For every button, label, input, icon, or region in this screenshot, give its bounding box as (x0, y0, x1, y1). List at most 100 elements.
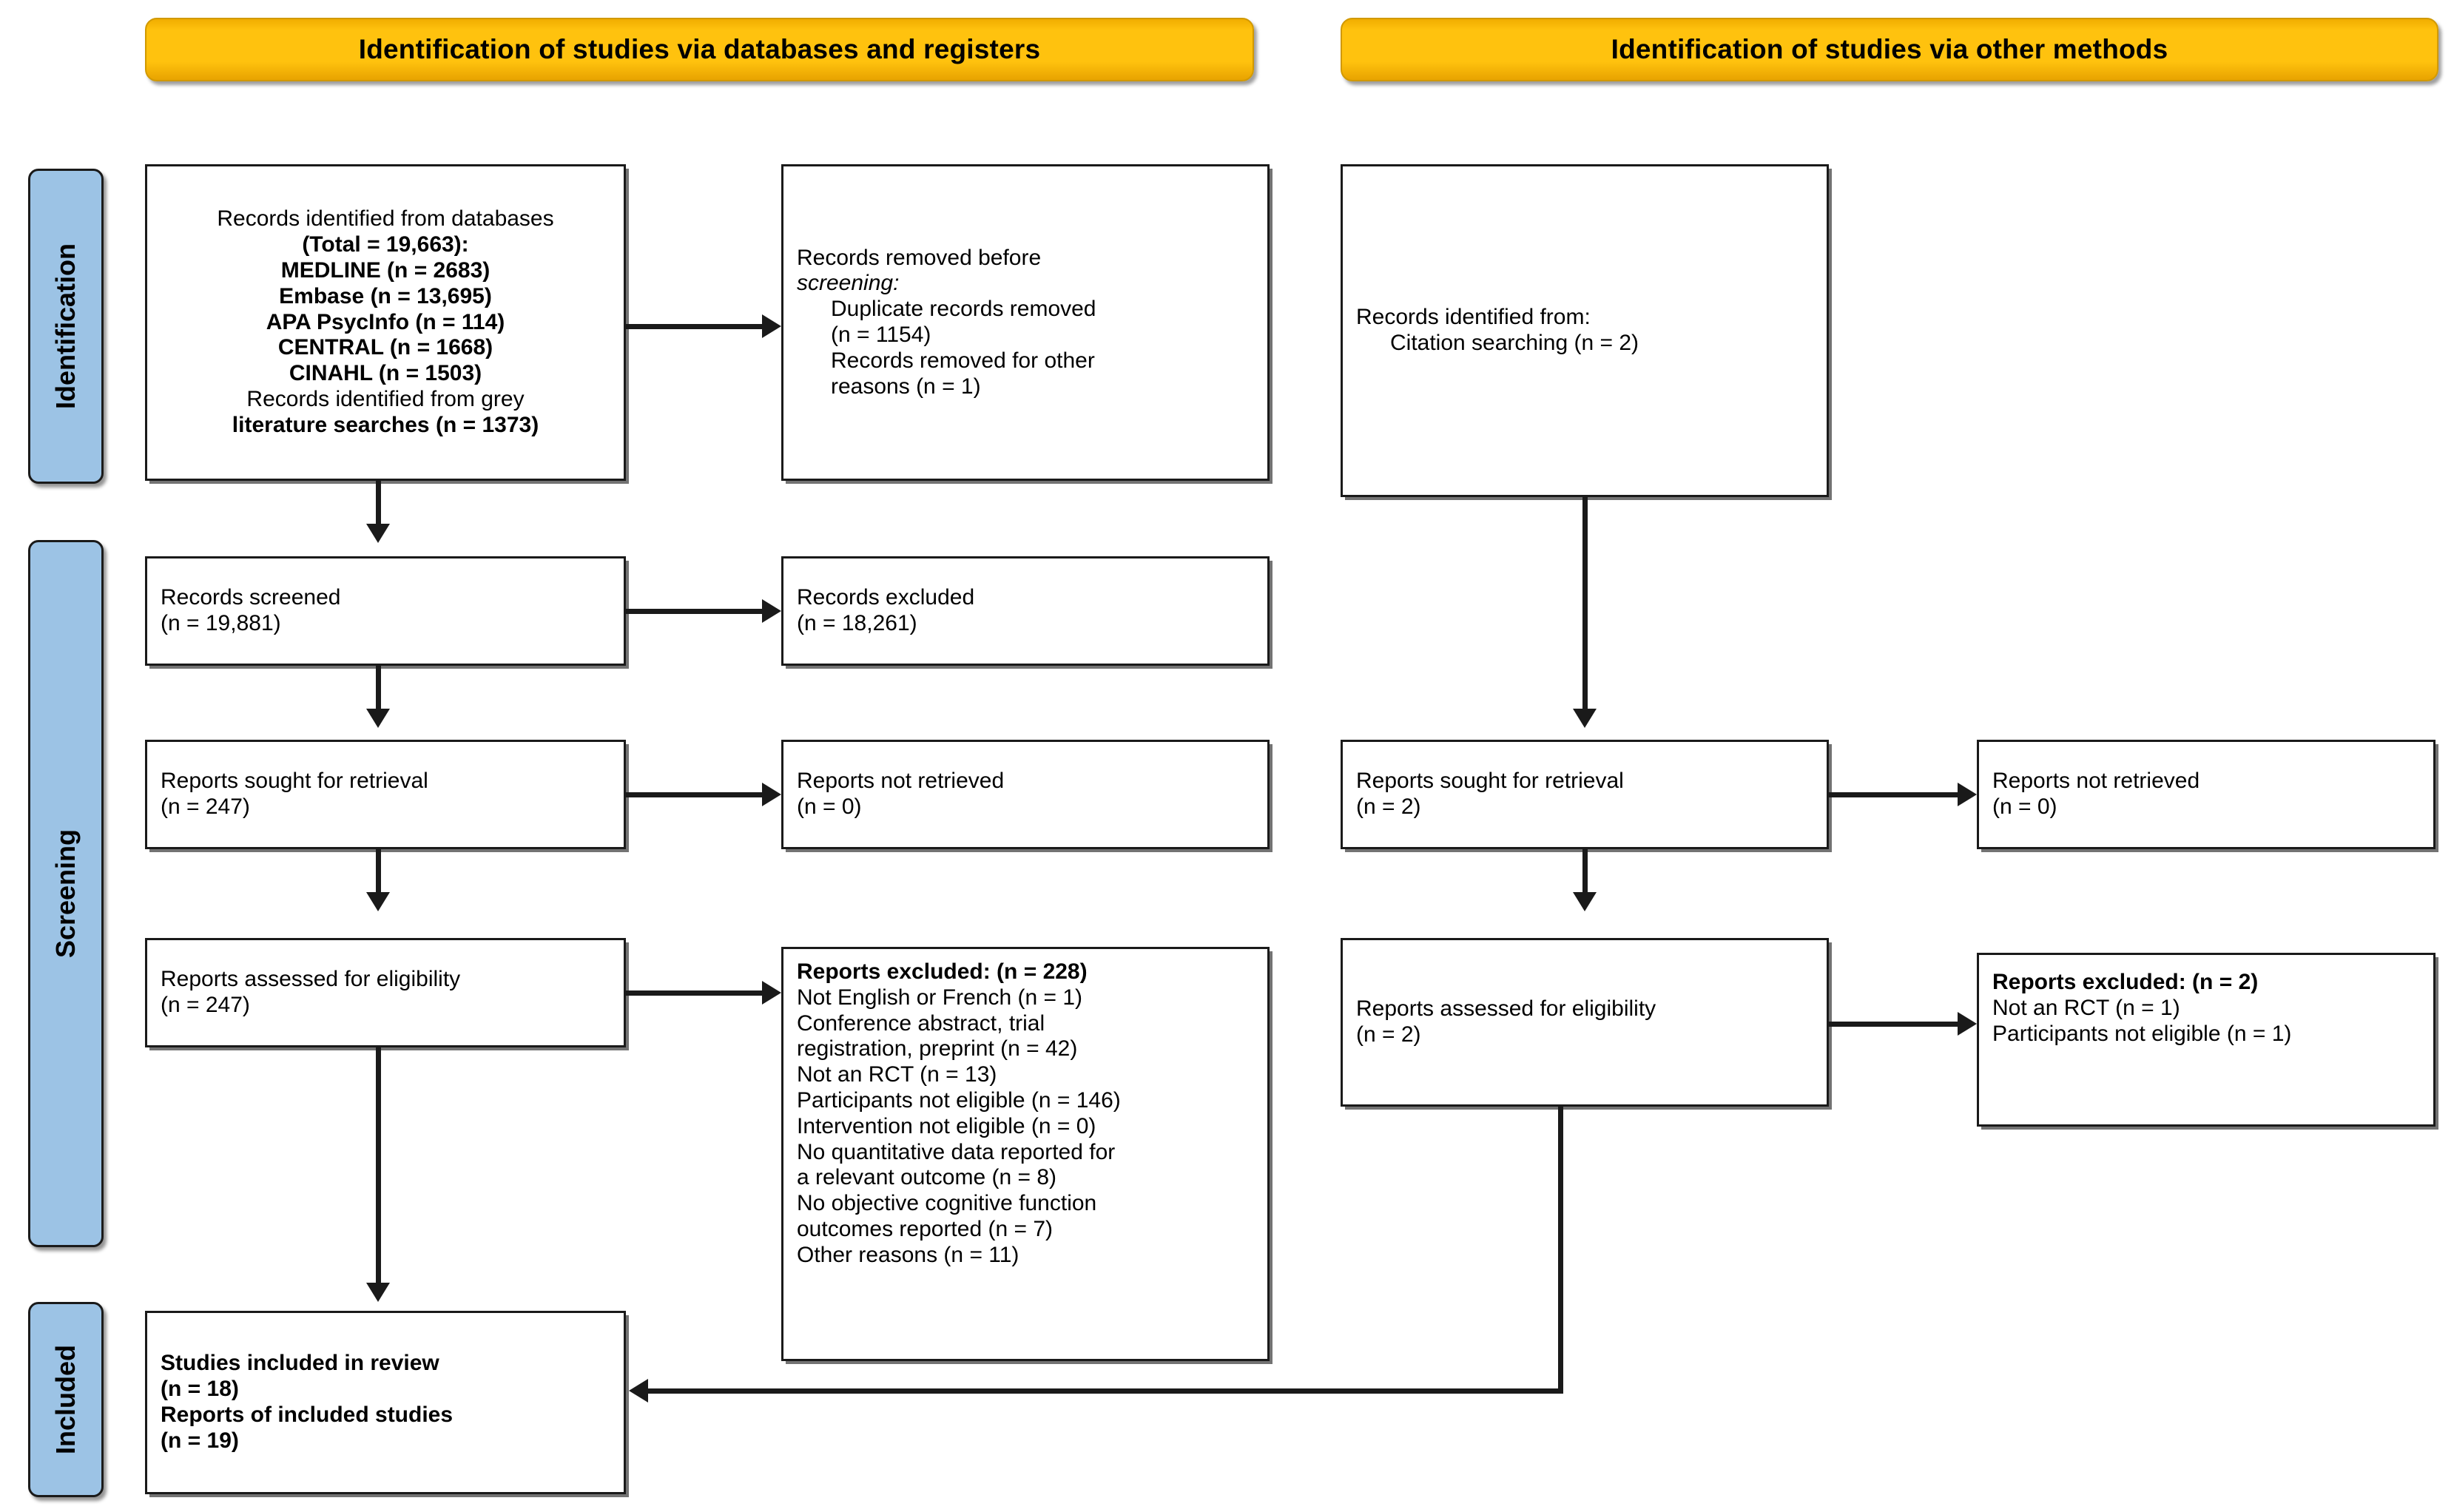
arrowhead-assessed-to-excluded-left (762, 981, 781, 1005)
box-reports-sought-right: Reports sought for retrieval (n = 2) (1341, 740, 1829, 849)
box-reports-assessed-left: Reports assessed for eligibility (n = 24… (145, 938, 626, 1047)
connector-right-to-included-horizontal (648, 1388, 1563, 1394)
rail-screening-label: Screening (50, 828, 81, 959)
line-reports-excluded-left-10: outcomes reported (n = 7) (797, 1216, 1054, 1241)
banner-databases-and-registers: Identification of studies via databases … (145, 18, 1254, 81)
box-records-excluded: Records excluded (n = 18,261) (781, 556, 1270, 666)
line-reports-excluded-left-0: Reports excluded: (n = 228) (797, 959, 1088, 984)
connector-sought-to-assessed-right (1582, 849, 1588, 902)
line-reports-assessed-right-0: Reports assessed for eligibility (1356, 996, 1656, 1022)
arrowhead-assessed-to-included (366, 1283, 390, 1302)
connector-assessed-to-excluded-left (626, 990, 774, 996)
line-reports-not-retrieved-right-1: (n = 0) (1992, 794, 2057, 819)
line-reports-not-retrieved-left-0: Reports not retrieved (797, 769, 1005, 794)
line-records-identified-databases-7: Records identified from grey (246, 386, 525, 411)
line-reports-excluded-left-6: Intervention not eligible (n = 0) (797, 1113, 1096, 1138)
line-reports-excluded-left-1: Not English or French (n = 1) (797, 985, 1083, 1010)
arrowhead-screened-to-excluded (762, 599, 781, 623)
line-records-identified-databases-3: Embase (n = 13,695) (279, 283, 492, 308)
banner-other-methods: Identification of studies via other meth… (1341, 18, 2438, 81)
box-reports-excluded-left: Reports excluded: (n = 228) Not English … (781, 947, 1270, 1361)
box-reports-excluded-right: Reports excluded: (n = 2) Not an RCT (n … (1977, 953, 2436, 1127)
line-reports-not-retrieved-right-0: Reports not retrieved (1992, 769, 2200, 794)
line-studies-included-3: (n = 19) (161, 1428, 239, 1453)
line-records-screened-0: Records screened (161, 585, 341, 610)
arrowhead-right-to-included (629, 1379, 648, 1403)
arrowhead-assessed-to-excluded-right (1958, 1012, 1977, 1036)
line-records-identified-databases-6: CINAHL (n = 1503) (289, 361, 482, 386)
line-reports-excluded-right-2: Participants not eligible (n = 1) (1992, 1021, 2292, 1046)
rail-included-label: Included (50, 1344, 81, 1455)
connector-screened-to-sought (376, 666, 381, 719)
line-reports-not-retrieved-left-1: (n = 0) (797, 794, 862, 819)
line-reports-excluded-left-4: Not an RCT (n = 13) (797, 1062, 997, 1087)
connector-identified-to-screened (376, 481, 381, 534)
rail-identification: Identification (28, 169, 104, 484)
connector-sought-to-not-retrieved-right (1829, 792, 1969, 797)
line-reports-excluded-left-7: No quantitative data reported for (797, 1139, 1116, 1164)
arrowhead-other-to-sought-right (1573, 709, 1597, 728)
box-reports-not-retrieved-right: Reports not retrieved (n = 0) (1977, 740, 2436, 849)
line-reports-assessed-left-1: (n = 247) (161, 993, 250, 1017)
arrowhead-sought-to-assessed-right (1573, 892, 1597, 911)
rail-included: Included (28, 1302, 104, 1497)
line-records-identified-databases-0: Records identified from databases (217, 206, 554, 232)
arrowhead-sought-to-not-retrieved-right (1958, 783, 1977, 806)
line-reports-sought-left-0: Reports sought for retrieval (161, 769, 428, 794)
box-reports-assessed-right: Reports assessed for eligibility (n = 2) (1341, 938, 1829, 1107)
line-reports-sought-right-1: (n = 2) (1356, 794, 1421, 819)
arrowhead-identified-to-screened (366, 524, 390, 543)
arrowhead-identified-to-removed (762, 314, 781, 338)
arrowhead-sought-to-not-retrieved-left (762, 783, 781, 806)
rail-screening: Screening (28, 540, 104, 1247)
line-reports-sought-right-0: Reports sought for retrieval (1356, 769, 1624, 794)
box-records-identified-databases: Records identified from databases (Total… (145, 164, 626, 481)
connector-screened-to-excluded (626, 609, 774, 614)
banner-databases-label: Identification of studies via databases … (358, 34, 1041, 64)
line-records-identified-databases-4: APA PsycInfo (n = 114) (266, 309, 505, 334)
line-records-identified-databases-5: CENTRAL (n = 1668) (277, 335, 493, 360)
connector-identified-to-removed (626, 324, 774, 329)
line-reports-assessed-right-1: (n = 2) (1356, 1022, 1421, 1047)
line-records-identified-other-0: Records identified from: (1356, 305, 1591, 330)
line-reports-excluded-left-11: Other reasons (n = 11) (797, 1242, 1019, 1267)
line-records-removed-1: screening: (797, 271, 900, 296)
box-records-removed-before-screening: Records removed before screening: Duplic… (781, 164, 1270, 481)
line-records-removed-3: (n = 1154) (831, 323, 931, 347)
rail-identification-label: Identification (50, 243, 81, 409)
line-reports-excluded-left-9: No objective cognitive function (797, 1191, 1097, 1216)
line-records-identified-databases-8: literature searches (n = 1373) (232, 412, 539, 437)
box-reports-sought-left: Reports sought for retrieval (n = 247) (145, 740, 626, 849)
box-reports-not-retrieved-left: Reports not retrieved (n = 0) (781, 740, 1270, 849)
line-records-identified-other-1: Citation searching (n = 2) (1390, 331, 1639, 355)
line-reports-sought-left-1: (n = 247) (161, 794, 250, 819)
box-records-identified-other: Records identified from: Citation search… (1341, 164, 1829, 497)
connector-assessed-to-excluded-right (1829, 1022, 1969, 1027)
line-records-identified-databases-1: (Total = 19,663): (302, 232, 469, 257)
connector-sought-to-not-retrieved-left (626, 792, 774, 797)
line-reports-excluded-left-5: Participants not eligible (n = 146) (797, 1087, 1121, 1113)
banner-other-methods-label: Identification of studies via other meth… (1611, 34, 2168, 64)
line-records-screened-1: (n = 19,881) (161, 611, 281, 635)
line-records-excluded-1: (n = 18,261) (797, 611, 917, 635)
line-reports-excluded-right-1: Not an RCT (n = 1) (1992, 995, 2180, 1020)
line-reports-excluded-left-2: Conference abstract, trial (797, 1010, 1045, 1036)
line-studies-included-0: Studies included in review (161, 1351, 439, 1376)
connector-right-to-included-vertical (1558, 1107, 1563, 1394)
line-records-removed-5: reasons (n = 1) (831, 374, 981, 399)
line-records-removed-2: Duplicate records removed (831, 297, 1096, 322)
line-studies-included-2: Reports of included studies (161, 1403, 454, 1427)
box-studies-included: Studies included in review (n = 18) Repo… (145, 1311, 626, 1494)
arrowhead-sought-to-assessed-left (366, 892, 390, 911)
box-records-screened: Records screened (n = 19,881) (145, 556, 626, 666)
connector-sought-to-assessed-left (376, 849, 381, 902)
line-reports-excluded-left-3: registration, preprint (n = 42) (797, 1036, 1078, 1062)
connector-other-to-sought-right (1582, 497, 1588, 719)
line-reports-excluded-right-0: Reports excluded: (n = 2) (1992, 970, 2259, 994)
line-reports-assessed-left-0: Reports assessed for eligibility (161, 967, 461, 992)
line-records-removed-4: Records removed for other (831, 348, 1095, 373)
line-records-removed-0: Records removed before (797, 245, 1042, 270)
connector-assessed-to-included (376, 1047, 381, 1293)
line-reports-excluded-left-8: a relevant outcome (n = 8) (797, 1165, 1057, 1190)
